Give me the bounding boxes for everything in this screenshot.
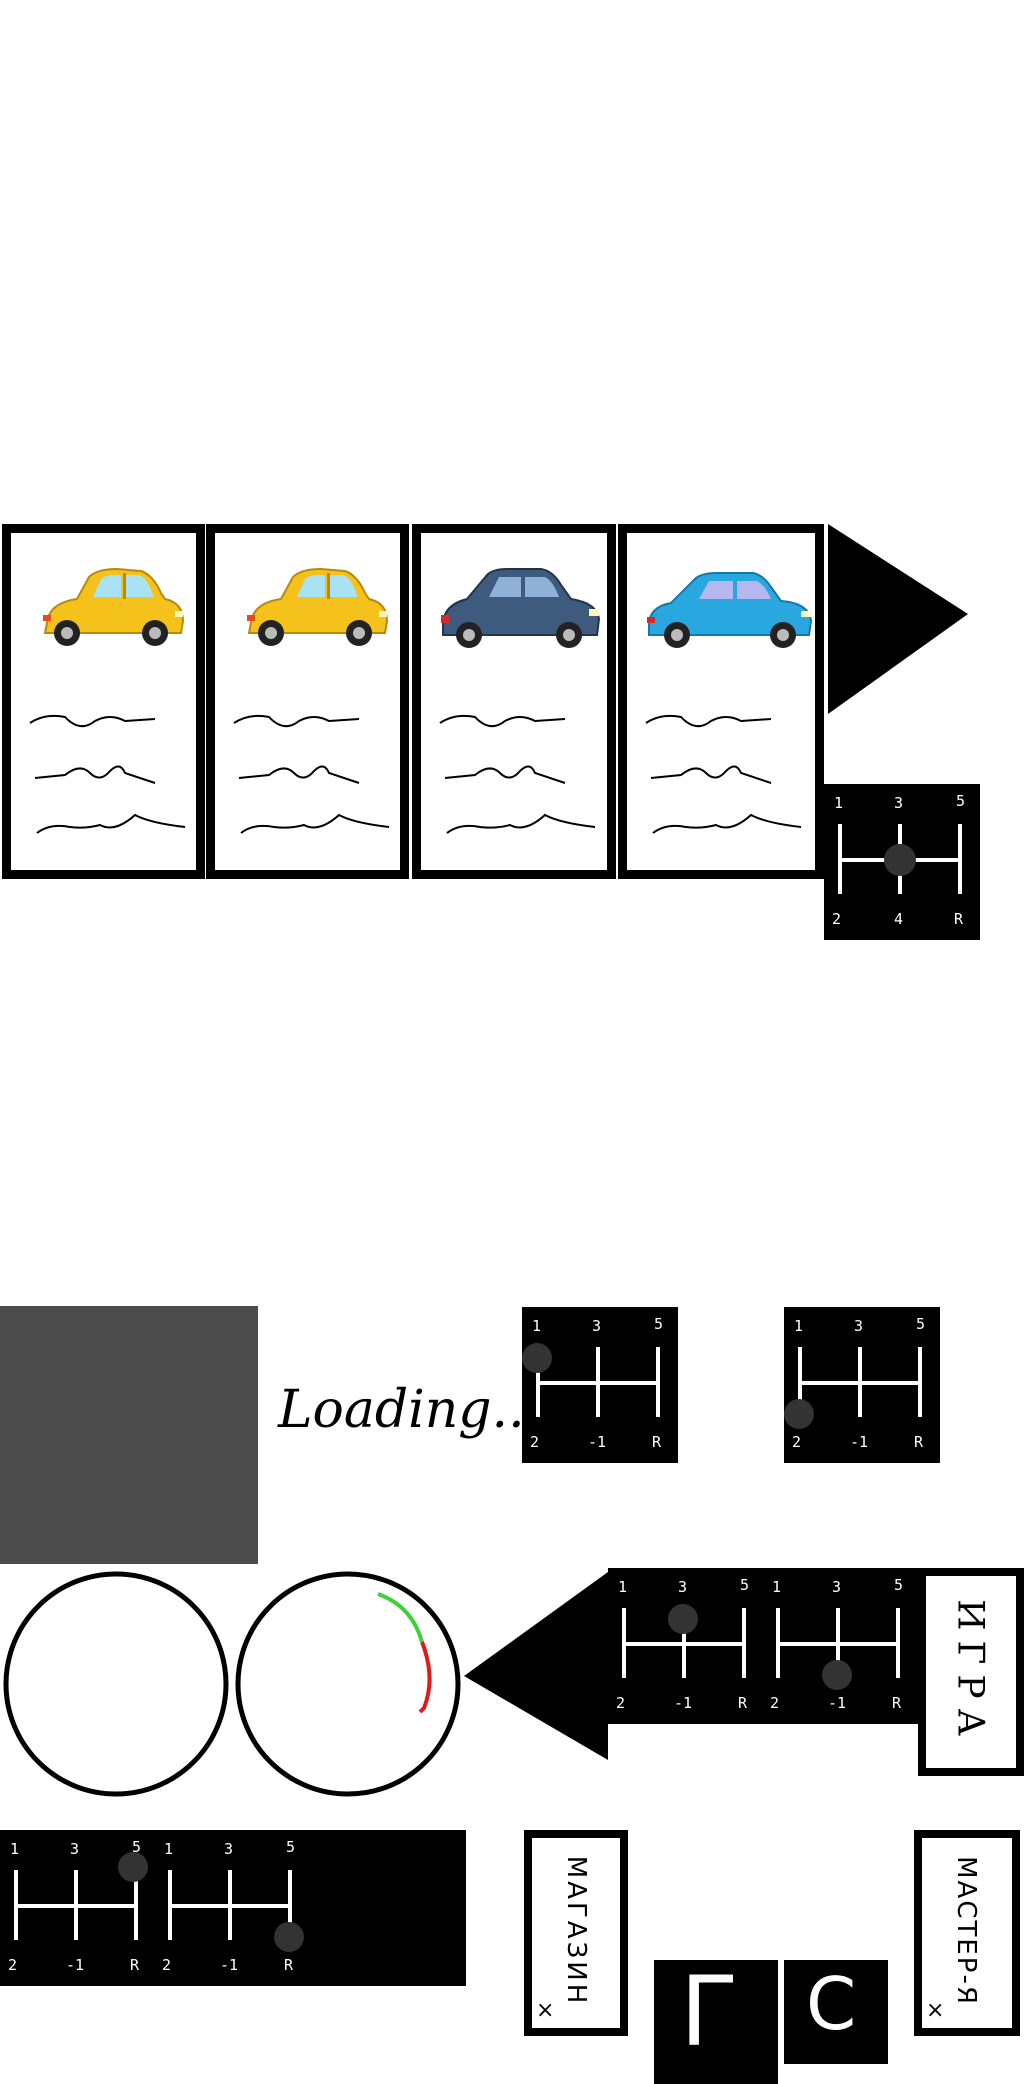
gear-label-1: 1 [532, 1317, 542, 1335]
gear-knob[interactable] [784, 1399, 814, 1429]
gear-label-3: 3 [70, 1840, 80, 1858]
gear-knob-left[interactable] [118, 1852, 148, 1882]
gear-label-2b: 2 [162, 1956, 172, 1974]
gas-pedal-button[interactable]: Г [654, 1960, 778, 2084]
gear-label-r: R [130, 1956, 140, 1974]
gear-shifter-pair-bottom[interactable]: 1 3 5 2 -1 R 1 3 5 2 -1 R [0, 1830, 623, 2002]
gear-shifter-second[interactable]: 1 3 5 2 -1 R [784, 1307, 940, 1463]
loading-text: Loading... [278, 1380, 542, 1440]
gear-label-1: 1 [10, 1840, 20, 1858]
back-triangle-icon[interactable] [462, 1570, 610, 1762]
shifter-gate-lines [798, 1347, 922, 1417]
play-triangle-icon[interactable] [828, 524, 970, 716]
gear-label-rb: R [284, 1956, 294, 1974]
play-button[interactable]: ИГРА [918, 1568, 1024, 1776]
gear-knob[interactable] [884, 844, 916, 876]
gear-label-3: 3 [854, 1317, 864, 1335]
tachometer-gauge [235, 1571, 461, 1797]
light-blue-car-icon [647, 572, 813, 648]
workshop-button-label: МАСТЕР-Я [951, 1856, 981, 2006]
loading-panel [0, 1306, 258, 1564]
gear-label-minus1b: -1 [828, 1694, 847, 1712]
gear-label-minus1b: -1 [220, 1956, 239, 1974]
gear-shifter-first[interactable]: 1 3 5 2 -1 R [522, 1307, 678, 1463]
gear-knob-right[interactable] [274, 1922, 304, 1952]
shifter-gate-lines [14, 1870, 292, 1940]
gear-label-r: R [954, 910, 964, 928]
shop-button-label: МАГАЗИН [561, 1855, 591, 2007]
car-card-3[interactable] [412, 524, 616, 879]
dark-blue-car-icon [441, 568, 601, 648]
clutch-pedal-button[interactable]: С [784, 1960, 888, 2064]
close-mark-icon: × [536, 1998, 555, 2023]
gear-label-2: 2 [792, 1433, 802, 1451]
description-scribble-3 [439, 714, 596, 834]
description-scribble-1 [29, 714, 186, 834]
gear-shifter-pair-top[interactable]: 1 3 5 2 -1 R 1 3 5 2 -1 R [608, 1568, 924, 1724]
car-card-4[interactable] [618, 524, 824, 879]
gear-label-2: 2 [8, 1956, 18, 1974]
workshop-button[interactable]: МАСТЕР-Я × [914, 1830, 1020, 2036]
gear-label-5: 5 [956, 792, 966, 810]
gear-label-5: 5 [654, 1315, 664, 1333]
gear-label-2b: 2 [770, 1694, 780, 1712]
gear-label-r: R [652, 1433, 662, 1451]
yellow-taxi-car-icon [43, 567, 185, 646]
gear-knob[interactable] [522, 1343, 552, 1373]
gear-label-3b: 3 [832, 1578, 842, 1596]
gear-label-5b: 5 [286, 1838, 296, 1856]
gear-label-r: R [914, 1433, 924, 1451]
car-card-1[interactable] [2, 524, 205, 879]
gear-label-minus1: -1 [850, 1433, 869, 1451]
gear-label-2: 2 [832, 910, 842, 928]
description-scribble-4 [645, 714, 802, 834]
gear-label-1b: 1 [164, 1840, 174, 1858]
gear-label-5b: 5 [894, 1576, 904, 1594]
gear-label-minus1: -1 [66, 1956, 85, 1974]
gear-knob-right[interactable] [822, 1660, 852, 1690]
gear-label-3b: 3 [224, 1840, 234, 1858]
gear-label-rb: R [892, 1694, 902, 1712]
gear-label-2: 2 [616, 1694, 626, 1712]
shop-button[interactable]: МАГАЗИН × [524, 1830, 628, 2036]
gear-label-minus1: -1 [588, 1433, 607, 1451]
gear-label-r: R [738, 1694, 748, 1712]
gear-label-5: 5 [916, 1315, 926, 1333]
gear-label-2: 2 [530, 1433, 540, 1451]
description-scribble-2 [233, 714, 390, 834]
gear-label-3: 3 [592, 1317, 602, 1335]
gear-shifter-neutral[interactable]: 1 3 5 2 4 R [824, 784, 980, 940]
gear-label-1: 1 [794, 1317, 804, 1335]
clutch-pedal-label: С [806, 1962, 857, 2046]
gear-label-3: 3 [678, 1578, 688, 1596]
close-mark-icon: × [926, 1998, 945, 2023]
gear-label-1: 1 [618, 1578, 628, 1596]
gear-label-4: 4 [894, 910, 904, 928]
speedometer-gauge-empty [3, 1571, 229, 1797]
gear-knob-left[interactable] [668, 1604, 698, 1634]
gear-label-5: 5 [740, 1576, 750, 1594]
gear-label-minus1: -1 [674, 1694, 693, 1712]
yellow-taxi-car-icon [247, 567, 389, 646]
shifter-gate-lines [622, 1608, 900, 1678]
gas-pedal-label: Г [680, 1960, 739, 2068]
gear-label-1: 1 [834, 794, 844, 812]
gear-label-1b: 1 [772, 1578, 782, 1596]
car-card-2[interactable] [206, 524, 409, 879]
gear-label-3: 3 [894, 794, 904, 812]
play-button-label: ИГРА [949, 1599, 991, 1746]
gear-label-5: 5 [132, 1838, 142, 1856]
